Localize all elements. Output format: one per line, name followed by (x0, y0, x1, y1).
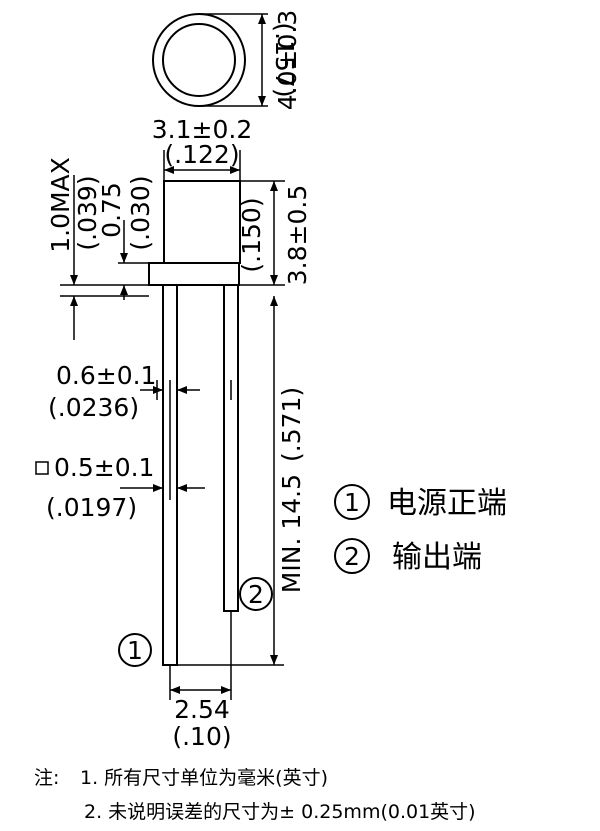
legend-marker-1: 1 (344, 488, 360, 517)
arrow-down (270, 655, 278, 665)
arrow-up (270, 296, 278, 306)
pitch-mm-label: 2.54 (174, 695, 230, 724)
flange-dimensions: 1.0MAX (.039) 0.75 (.030) (46, 157, 155, 340)
note-2: 2. 未说明误差的尺寸为± 0.25mm(0.01英寸) (84, 801, 476, 823)
component-body (148, 180, 241, 286)
body-height-in-label: (.150) (237, 197, 266, 272)
top-view-inner-circle (162, 23, 236, 97)
pin1-marker-circle (118, 633, 152, 667)
arrow-down (258, 96, 266, 106)
lead-thickness-in-label: (.0236) (48, 393, 139, 422)
lead-square-in-label: (.0197) (46, 493, 137, 522)
arrow-down (70, 275, 78, 285)
lead-thickness-callout: 0.6±0.1 (.0236) (48, 361, 200, 422)
pitch-in-label: (.10) (172, 722, 231, 751)
diameter-mm-label: 4.0±0.3 (273, 10, 302, 110)
body-rect (163, 180, 241, 264)
square-symbol (35, 461, 49, 475)
top-view-outer-circle (152, 13, 246, 107)
pitch-dimension: 2.54 (.10) (169, 611, 232, 751)
flange-in-label: (.030) (126, 175, 155, 250)
notes: 注: 1. 所有尺寸单位为毫米(英寸) 2. 未说明误差的尺寸为± 0.25mm… (34, 767, 476, 823)
pin2-marker-label: 2 (248, 580, 264, 609)
arrow-up (270, 181, 278, 191)
arrow-down (270, 275, 278, 285)
arrow-up (70, 296, 78, 306)
note-1: 1. 所有尺寸单位为毫米(英寸) (80, 767, 328, 789)
legend-item-1-label: 电源正端 (387, 486, 507, 521)
arrow-left (177, 386, 187, 394)
top-view: (.157) 4.0±0.3 (152, 10, 302, 110)
diameter-in-label: (.157) (270, 22, 299, 97)
leads (162, 284, 239, 666)
lead-square-mm-label: 0.5±0.1 (54, 453, 154, 482)
body-width-dimension: 3.1±0.2 (.122) (152, 115, 252, 184)
arrow-right (230, 166, 240, 174)
arrow-down (120, 253, 128, 263)
arrow-right (153, 484, 163, 492)
notes-prefix: 注: (34, 767, 59, 789)
flange-max-in-label: (.039) (73, 175, 102, 250)
arrow-up (258, 14, 266, 24)
lead-length-label: MIN. 14.5 (.571) (277, 387, 306, 593)
arrow-right (153, 386, 163, 394)
arrow-left (164, 166, 174, 174)
lead-2 (223, 284, 239, 612)
pin-markers: 1 2 (118, 577, 273, 667)
lead-length-mm: MIN. 14.5 (277, 474, 306, 593)
arrow-up (120, 285, 128, 295)
legend-marker-2-circle (334, 538, 370, 574)
lead-square-callout: 0.5±0.1 (.0197) (35, 453, 205, 522)
pin-legend: 1 电源正端 2 输出端 (334, 484, 507, 575)
body-width-in-label: (.122) (164, 140, 239, 169)
legend-item-2-label: 输出端 (392, 540, 482, 575)
pin2-marker-circle (239, 577, 273, 611)
arrow-right (221, 686, 231, 694)
lead-thickness-mm-label: 0.6±0.1 (56, 361, 156, 390)
legend-marker-2: 2 (344, 542, 360, 571)
body-height-mm-label: 3.8±0.5 (283, 185, 312, 285)
flange-max-mm-label: 1.0MAX (46, 157, 75, 253)
flange-mm-label: 0.75 (97, 182, 126, 238)
arrow-left (170, 686, 180, 694)
body-width-mm-label: 3.1±0.2 (152, 115, 252, 144)
body-height-dimension: (.150) 3.8±0.5 (237, 180, 312, 286)
flange-rect (148, 262, 240, 286)
lead-length-dimension: MIN. 14.5 (.571) (177, 296, 306, 666)
lead-length-in: (.571) (277, 387, 306, 462)
pin1-marker-label: 1 (127, 636, 143, 665)
arrow-left (177, 484, 187, 492)
legend-marker-1-circle (334, 484, 370, 520)
